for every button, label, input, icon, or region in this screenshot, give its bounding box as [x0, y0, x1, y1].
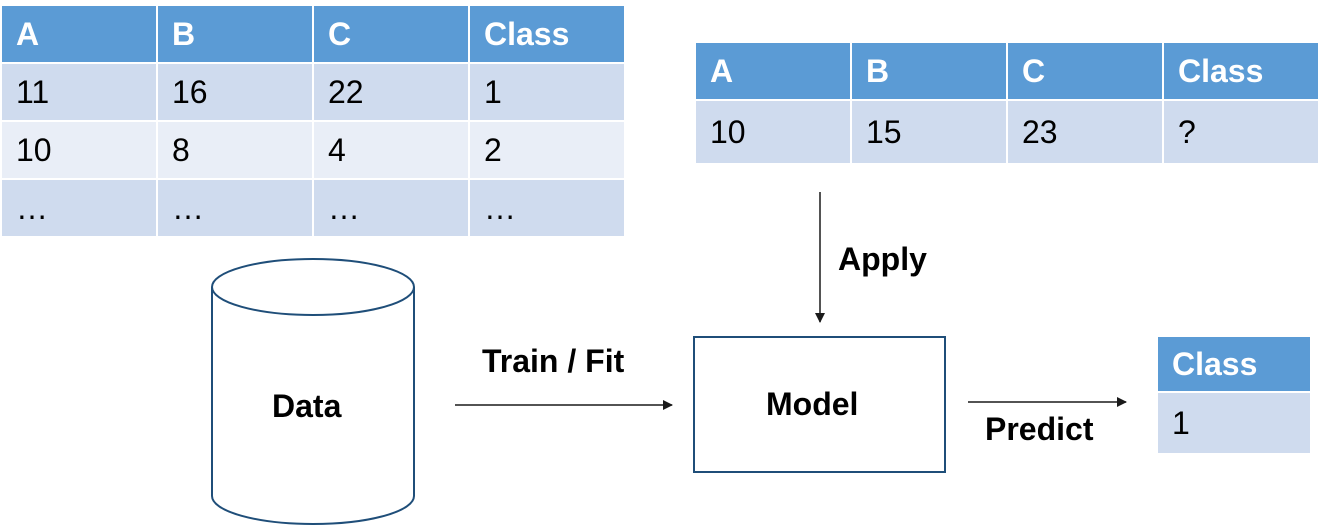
table-cell: 2: [468, 120, 626, 180]
table-cell: 1: [468, 62, 626, 122]
column-header: Class: [1162, 41, 1320, 101]
prediction-result-table: Class 1: [1156, 335, 1312, 455]
table-cell: 10: [0, 120, 158, 180]
column-header: B: [156, 4, 314, 64]
table-row: 1: [1156, 391, 1312, 455]
database-cylinder-icon: [211, 258, 415, 525]
column-header: C: [1006, 41, 1164, 101]
table-cell: 15: [850, 99, 1008, 165]
table-cell: 8: [156, 120, 314, 180]
table-cell: …: [468, 178, 626, 238]
table-header-row: Class: [1156, 335, 1312, 393]
table-cell: ?: [1162, 99, 1320, 165]
column-header: A: [0, 4, 158, 64]
table-header-row: A B C Class: [694, 41, 1320, 101]
table-row: … … … …: [0, 178, 626, 238]
table-cell: …: [156, 178, 314, 238]
training-data-table: A B C Class 11 16 22 1 10 8 4 2 … … … …: [0, 4, 626, 238]
table-row: 11 16 22 1: [0, 62, 626, 122]
table-cell: 10: [694, 99, 852, 165]
table-header-row: A B C Class: [0, 4, 626, 64]
column-header: Class: [1156, 335, 1312, 393]
column-header: C: [312, 4, 470, 64]
table-cell: 22: [312, 62, 470, 122]
table-cell: …: [0, 178, 158, 238]
new-instance-table: A B C Class 10 15 23 ?: [694, 41, 1320, 165]
data-label: Data: [272, 388, 342, 424]
table-cell: …: [312, 178, 470, 238]
model-box: [693, 336, 946, 473]
column-header: A: [694, 41, 852, 101]
table-cell: 23: [1006, 99, 1164, 165]
predict-label: Predict: [985, 411, 1094, 447]
table-cell: 1: [1156, 391, 1312, 455]
apply-label: Apply: [838, 241, 927, 277]
column-header: Class: [468, 4, 626, 64]
model-label: Model: [766, 386, 859, 422]
table-cell: 4: [312, 120, 470, 180]
table-cell: 11: [0, 62, 158, 122]
table-cell: 16: [156, 62, 314, 122]
table-row: 10 15 23 ?: [694, 99, 1320, 165]
table-row: 10 8 4 2: [0, 120, 626, 180]
column-header: B: [850, 41, 1008, 101]
train-fit-label: Train / Fit: [482, 343, 625, 379]
